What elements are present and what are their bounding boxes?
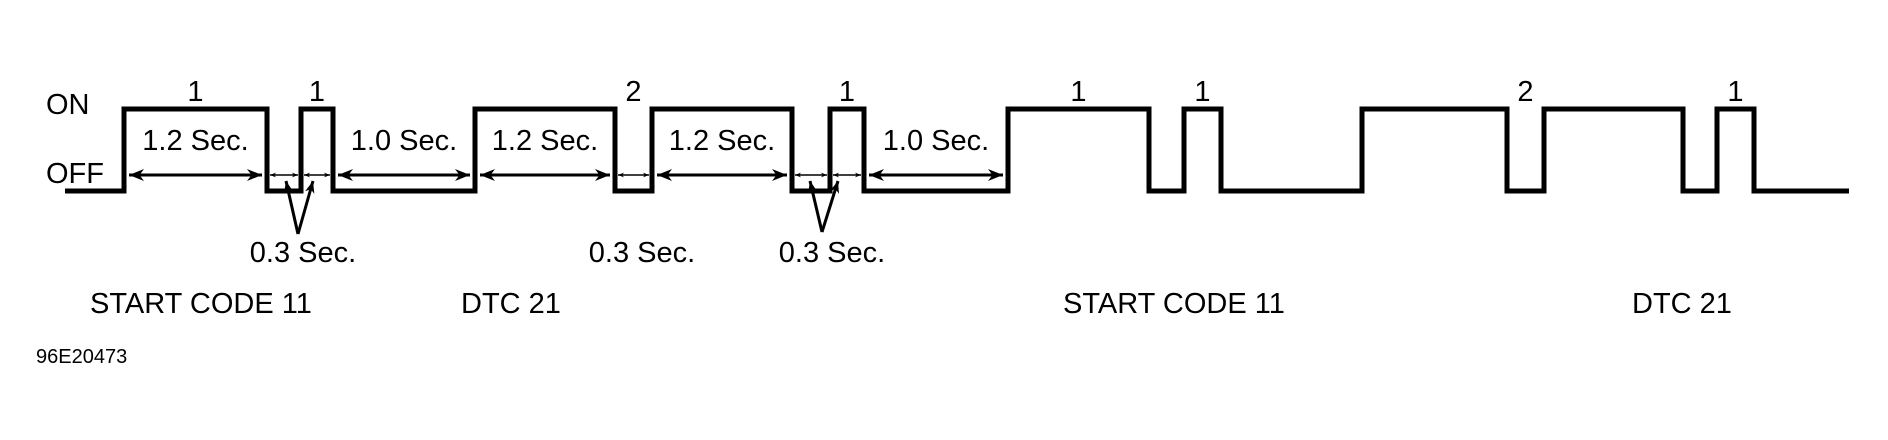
signal-waveform: [65, 106, 1849, 194]
gap-duration-label: 0.3 Sec.: [250, 237, 356, 269]
pulse-count-label: 2: [1517, 76, 1533, 108]
group-label-start-code-2: START CODE 11: [1063, 288, 1285, 320]
gap-pointer-arrow: [296, 180, 315, 235]
duration-label: 1.0 Sec.: [883, 125, 989, 157]
duration-label: 1.2 Sec.: [492, 125, 598, 157]
pulse-count-label: 1: [1070, 76, 1086, 108]
pulse-count-label: 1: [839, 76, 855, 108]
duration-label: 1.2 Sec.: [669, 125, 775, 157]
gap-duration-label: 0.3 Sec.: [589, 237, 695, 269]
duration-label: 1.2 Sec.: [142, 125, 248, 157]
pulse-count-label: 1: [1194, 76, 1210, 108]
group-label-dtc-2: DTC 21: [1632, 288, 1732, 320]
pulse-count-label: 1: [187, 76, 203, 108]
off-level-label: OFF: [46, 158, 104, 190]
gap-pointer-arrow: [283, 180, 300, 235]
group-label-start-code-1: START CODE 11: [90, 288, 312, 320]
duration-label: 1.0 Sec.: [351, 125, 457, 157]
group-label-dtc-1: DTC 21: [461, 288, 561, 320]
on-level-label: ON: [46, 89, 90, 121]
gap-duration-label: 0.3 Sec.: [779, 237, 885, 269]
pulse-count-label: 2: [625, 76, 641, 108]
pulse-count-label: 1: [1727, 76, 1743, 108]
gap-pointer-arrow: [820, 180, 840, 233]
gap-pointer-arrow: [808, 180, 824, 233]
pulse-count-label: 1: [309, 76, 325, 108]
figure-id: 96E20473: [36, 346, 127, 368]
